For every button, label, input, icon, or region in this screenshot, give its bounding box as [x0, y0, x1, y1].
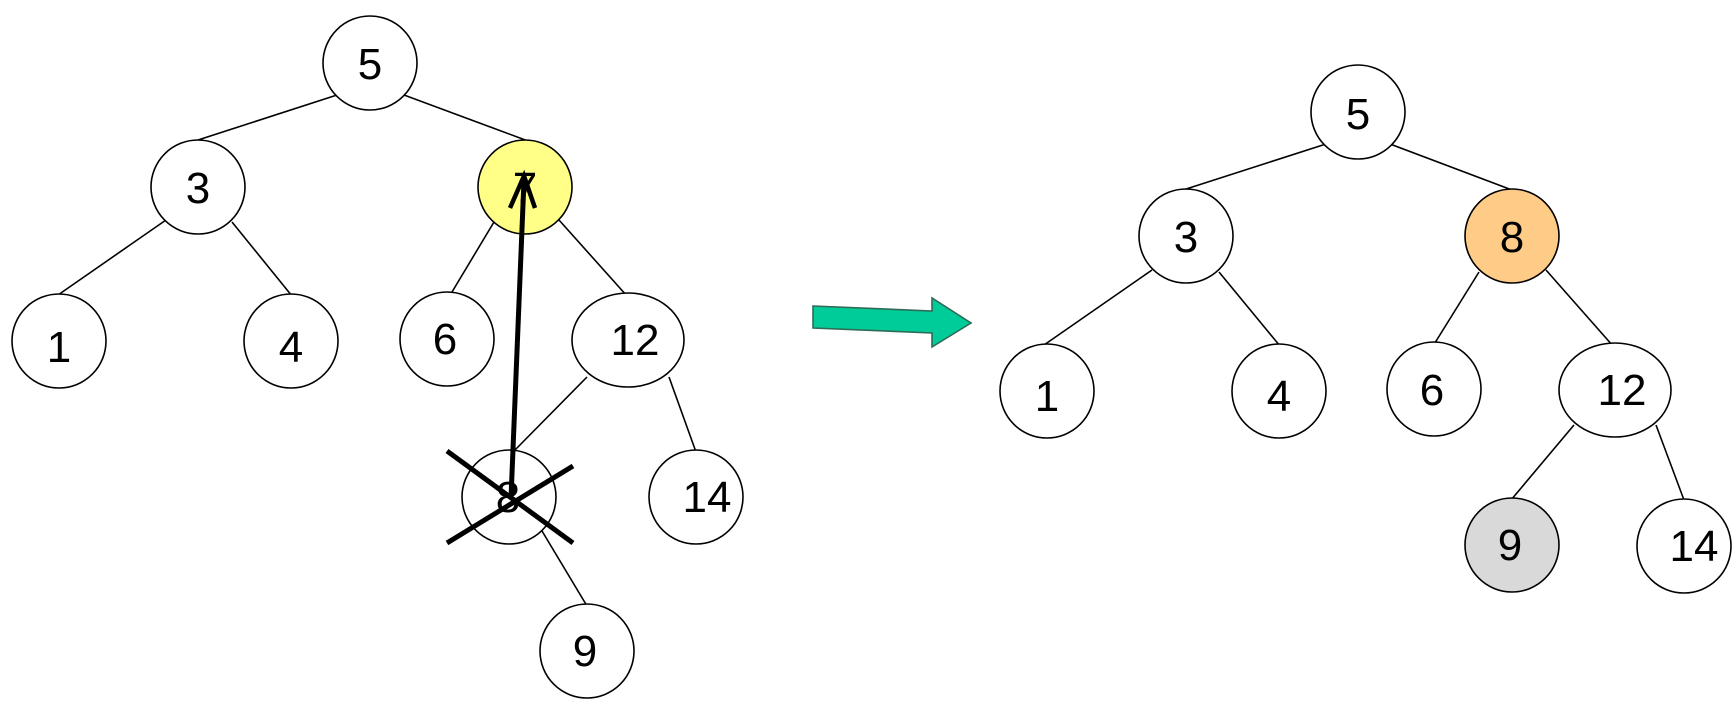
edge-5-7: [403, 94, 529, 142]
right-arrow-icon: [812, 296, 973, 349]
tree-node: 6: [1386, 341, 1482, 437]
tree-node: 4: [1231, 343, 1327, 439]
tree-node: 3: [1138, 188, 1234, 284]
edge-12-8: [513, 376, 588, 452]
node-circle: [648, 449, 744, 545]
edge-3-4: [231, 221, 293, 297]
node-circle: [571, 292, 685, 388]
node-label: 4: [279, 323, 303, 372]
node-label: 14: [1670, 522, 1719, 571]
node-circle: [1636, 498, 1732, 594]
edge-8-12: [1545, 269, 1614, 347]
tree-node: 5: [1310, 64, 1406, 160]
node-circle: [11, 293, 107, 389]
edge-3-4: [1218, 271, 1281, 347]
node-circle: [1310, 64, 1406, 160]
tree-node: 1: [11, 293, 107, 389]
node-circle: [150, 139, 246, 235]
edge-5-8: [1389, 143, 1513, 191]
edge-5-3: [1182, 143, 1327, 191]
tree-node-highlighted: 8: [1464, 188, 1560, 284]
node-circle: [1231, 343, 1327, 439]
node-label: 5: [358, 40, 382, 89]
edge-7-12: [558, 219, 628, 297]
node-circle: [1464, 188, 1560, 284]
tree-node: 3: [150, 139, 246, 235]
edge-12-9: [1510, 424, 1575, 501]
node-label: 6: [1420, 366, 1444, 415]
node-circle: [539, 603, 635, 699]
node-label: 14: [683, 473, 732, 522]
edge-12-14: [668, 376, 697, 453]
node-circle: [399, 291, 495, 387]
node-label: 5: [1346, 90, 1370, 139]
edge-5-3: [197, 94, 338, 141]
edge-12-14: [1655, 424, 1685, 501]
node-circle: [1386, 341, 1482, 437]
before-tree-edges: [57, 94, 697, 607]
tree-node: 12: [1558, 342, 1672, 438]
move-arrow-head: [507, 169, 538, 209]
node-label: 8: [1500, 213, 1524, 262]
move-arrow-shaft: [508, 179, 527, 499]
node-circle: [322, 15, 418, 111]
node-label: 12: [1598, 366, 1647, 415]
node-label: 1: [47, 323, 71, 372]
tree-node: 9: [539, 603, 635, 699]
edge-7-6: [448, 221, 495, 298]
node-circle: [999, 343, 1095, 439]
tree-node: 5: [322, 15, 418, 111]
edge-8-6: [1432, 271, 1480, 347]
node-label: 12: [611, 316, 660, 365]
node-label: 9: [1498, 521, 1522, 570]
before-tree-nodes: 5 3 7 1 4 6 12 8: [11, 15, 744, 699]
tree-node: 4: [243, 293, 339, 389]
tree-node-grey: 9: [1464, 497, 1560, 593]
node-circle: [1464, 497, 1560, 593]
node-label: 6: [433, 315, 457, 364]
node-label: 3: [1174, 213, 1198, 262]
after-tree-nodes: 5 3 8 1 4 6 12 9: [999, 64, 1732, 594]
tree-node: 14: [648, 449, 744, 545]
node-label: 4: [1267, 372, 1291, 421]
cross-line-2: [445, 463, 575, 546]
node-label: 3: [186, 164, 210, 213]
tree-node: 14: [1636, 498, 1732, 594]
node-circle: [1558, 342, 1672, 438]
after-tree-edges: [1043, 143, 1685, 501]
node-circle: [1138, 188, 1234, 284]
move-up-arrow-icon: [507, 169, 538, 499]
node-circle: [243, 293, 339, 389]
edge-8-9: [541, 530, 588, 607]
tree-node: 12: [571, 292, 685, 388]
node-label: 9: [573, 627, 597, 676]
tree-node: 6: [399, 291, 495, 387]
edge-3-1: [57, 219, 167, 296]
node-label: 1: [1035, 372, 1059, 421]
edge-3-1: [1043, 269, 1153, 346]
tree-node: 1: [999, 343, 1095, 439]
